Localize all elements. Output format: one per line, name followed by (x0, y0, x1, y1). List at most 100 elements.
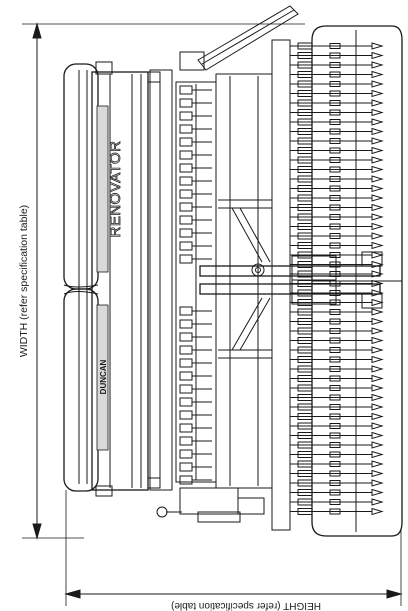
opener-tine (290, 336, 384, 345)
opener-tine (290, 118, 384, 126)
opener-tine (290, 507, 384, 516)
metering-unit (179, 215, 212, 225)
metering-unit (179, 423, 212, 433)
opener-tine (290, 175, 384, 183)
metering-unit (179, 475, 212, 485)
opener-tine (290, 61, 384, 69)
opener-tine (290, 346, 384, 354)
seed-hoppers (63, 63, 99, 492)
metering-unit (179, 202, 212, 212)
metering-unit (179, 176, 212, 186)
opener-tine (290, 89, 384, 98)
opener-tine (290, 460, 384, 468)
metering-unit (179, 384, 212, 394)
metering-unit (179, 345, 212, 355)
metering-unit (179, 319, 212, 329)
opener-tine (290, 403, 384, 411)
opener-tine (290, 289, 384, 297)
height-label: HEIGHT (refer specification table) (171, 600, 321, 611)
opener-tine (290, 412, 384, 421)
metering-unit (179, 124, 212, 134)
width-label: WIDTH (refer specification table) (18, 205, 30, 357)
metering-unit (179, 111, 212, 121)
width-arrow-top (32, 22, 42, 39)
metering-unit (179, 241, 212, 251)
opener-tine (290, 146, 384, 155)
opener-tine (290, 127, 384, 136)
rear-roller (311, 25, 403, 537)
opener-tine (290, 450, 384, 459)
opener-tine (290, 108, 384, 117)
metering-unit (179, 228, 212, 238)
opener-tine (290, 270, 384, 278)
opener-tine (290, 156, 384, 164)
metering-unit (179, 462, 212, 472)
drive-assembly (156, 487, 265, 523)
opener-tine (290, 479, 384, 487)
metering-unit (179, 254, 212, 264)
height-arrow-left (64, 589, 81, 599)
opener-tine (290, 232, 384, 240)
opener-tine (290, 374, 384, 383)
opener-tine (290, 222, 384, 231)
opener-tine (290, 70, 384, 79)
height-dimension (64, 490, 403, 606)
opener-tine (290, 298, 384, 307)
opener-tine (290, 365, 384, 373)
machine-drawing (63, 5, 403, 537)
lift-arm (179, 5, 299, 71)
opener-tines (290, 42, 384, 516)
opener-tine (290, 498, 384, 506)
metering-unit (179, 358, 212, 368)
renovator-decal-text: RENOVATOR (107, 140, 124, 237)
distribution-rail (147, 69, 173, 491)
metering-unit (179, 85, 212, 95)
opener-tine (290, 355, 384, 364)
opener-tine (290, 42, 384, 50)
opener-tine (290, 137, 384, 145)
hopper-lower (63, 288, 99, 492)
width-dimension (22, 22, 305, 540)
lid-latch-bottom (95, 485, 113, 497)
metering-unit (179, 371, 212, 381)
opener-tine (290, 431, 384, 440)
hitch-pin (251, 263, 265, 277)
opener-tine (290, 251, 384, 259)
opener-tine (290, 384, 384, 392)
hitch-drawbar (199, 251, 383, 309)
opener-tine (290, 327, 384, 335)
metering-unit (179, 137, 212, 147)
opener-tine (290, 184, 384, 193)
opener-tine (290, 99, 384, 107)
height-arrow-right (386, 589, 403, 599)
cross-braces (218, 199, 272, 359)
opener-tine (290, 317, 384, 326)
metering-unit (179, 332, 212, 342)
seed-box-outline (91, 71, 149, 491)
duncan-decal-panel (96, 304, 109, 451)
metering-unit (179, 98, 212, 108)
opener-tine (290, 213, 384, 221)
main-frame (175, 39, 291, 531)
opener-tine (290, 393, 384, 402)
width-arrow-bottom (32, 523, 42, 540)
metering-unit (179, 436, 212, 446)
opener-tine (290, 51, 384, 60)
metering-unit (179, 449, 212, 459)
metering-unit (179, 163, 212, 173)
opener-tine (290, 203, 384, 212)
opener-tine (290, 308, 384, 316)
lid-latch-top (95, 61, 113, 75)
opener-tine (290, 194, 384, 202)
opener-tine (290, 441, 384, 449)
opener-tine (290, 488, 384, 497)
opener-tine (290, 165, 384, 174)
metering-unit (179, 189, 212, 199)
opener-tine (290, 241, 384, 250)
opener-tine (290, 260, 384, 269)
opener-tine (290, 469, 384, 478)
opener-tine (290, 80, 384, 88)
opener-tine (290, 279, 384, 288)
duncan-decal-text: DUNCAN (99, 359, 108, 394)
